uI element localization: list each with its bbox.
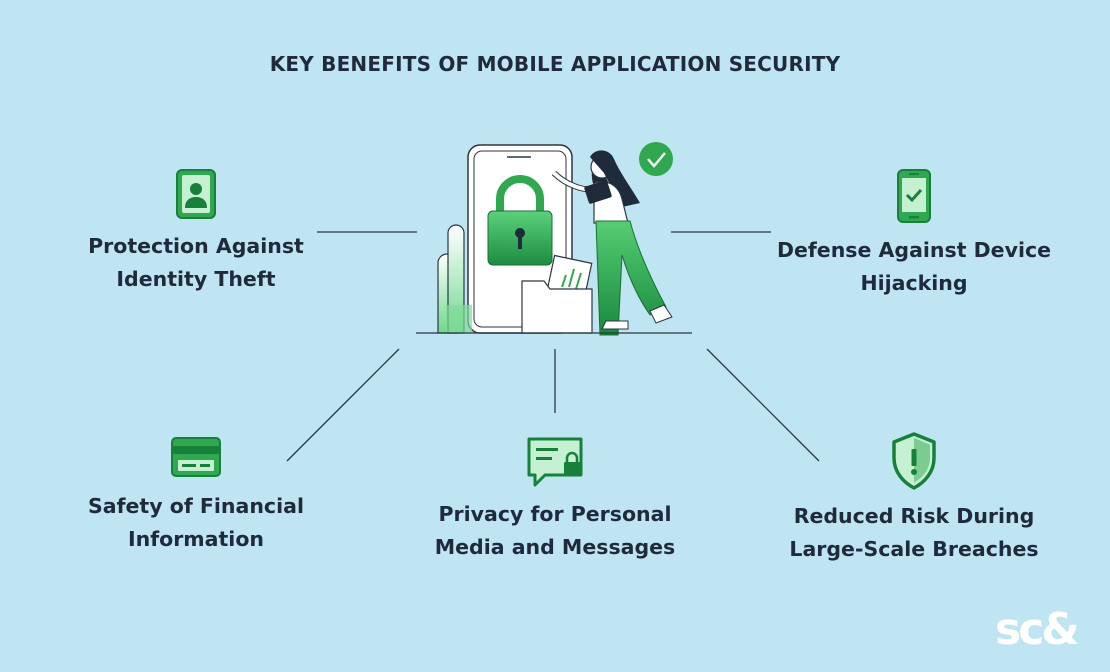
phone-check-icon bbox=[897, 169, 931, 223]
benefit-label: Reduced Risk During Large-Scale Breaches bbox=[789, 504, 1039, 561]
benefit-device-hijacking: Defense Against Device Hijacking bbox=[770, 168, 1058, 300]
folder-chart-illustration bbox=[521, 254, 593, 334]
benefit-label: Safety of Financial Information bbox=[88, 494, 304, 551]
shield-alert-icon bbox=[892, 432, 936, 490]
credit-card-icon bbox=[171, 437, 221, 477]
brand-logo: sc& bbox=[995, 604, 1081, 654]
benefit-label: Defense Against Device Hijacking bbox=[776, 238, 1052, 295]
benefit-financial-information: Safety of Financial Information bbox=[80, 436, 312, 556]
person-illustration bbox=[551, 150, 673, 336]
id-card-icon bbox=[176, 169, 216, 219]
message-lock-icon bbox=[527, 437, 583, 487]
security-illustration bbox=[416, 142, 692, 336]
benefit-label: Protection Against Identity Theft bbox=[88, 234, 304, 291]
benefit-breaches: Reduced Risk During Large-Scale Breaches bbox=[770, 432, 1058, 566]
benefit-personal-media: Privacy for Personal Media and Messages bbox=[416, 436, 694, 564]
checkmark-badge-icon bbox=[639, 142, 673, 176]
connector-line-breaches bbox=[706, 348, 820, 462]
connector-line-financial bbox=[286, 348, 400, 462]
plant-illustration bbox=[437, 224, 472, 334]
page-title: KEY BENEFITS OF MOBILE APPLICATION SECUR… bbox=[269, 52, 841, 76]
benefit-identity-theft: Protection Against Identity Theft bbox=[80, 168, 312, 296]
benefit-label: Privacy for Personal Media and Messages bbox=[434, 502, 676, 559]
padlock-icon bbox=[487, 175, 553, 266]
logo-text: sc& bbox=[995, 604, 1078, 654]
